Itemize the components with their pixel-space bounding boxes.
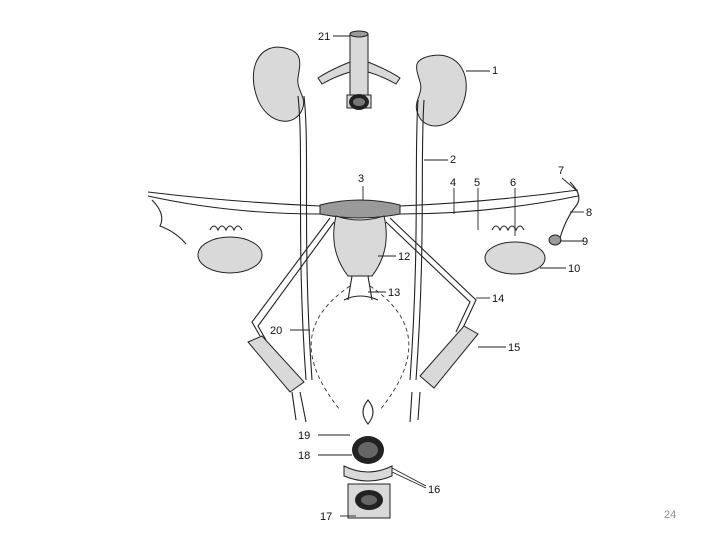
left-adnexa xyxy=(148,192,320,273)
nerves xyxy=(292,286,420,422)
label-7: 7 xyxy=(558,165,564,177)
label-8: 8 xyxy=(586,207,592,219)
label-3: 3 xyxy=(358,173,364,185)
uterus xyxy=(320,200,400,300)
label-14: 14 xyxy=(492,293,504,305)
pelvic-outlet xyxy=(344,400,392,518)
label-17: 17 xyxy=(320,511,332,523)
label-1: 1 xyxy=(492,65,498,77)
label-5: 5 xyxy=(474,177,480,189)
label-10: 10 xyxy=(568,263,580,275)
label-6: 6 xyxy=(510,177,516,189)
slide-number: 24 xyxy=(664,509,676,521)
left-kidney xyxy=(253,47,303,121)
label-9: 9 xyxy=(582,236,588,248)
label-12: 12 xyxy=(398,251,410,263)
label-18: 18 xyxy=(298,450,310,462)
label-15: 15 xyxy=(508,342,520,354)
label-19: 19 xyxy=(298,430,310,442)
label-21: 21 xyxy=(318,31,330,43)
label-20: 20 xyxy=(270,325,282,337)
aorta xyxy=(318,31,400,110)
label-13: 13 xyxy=(388,287,400,299)
label-4: 4 xyxy=(450,177,456,189)
label-16: 16 xyxy=(428,484,440,496)
label-2: 2 xyxy=(450,154,456,166)
